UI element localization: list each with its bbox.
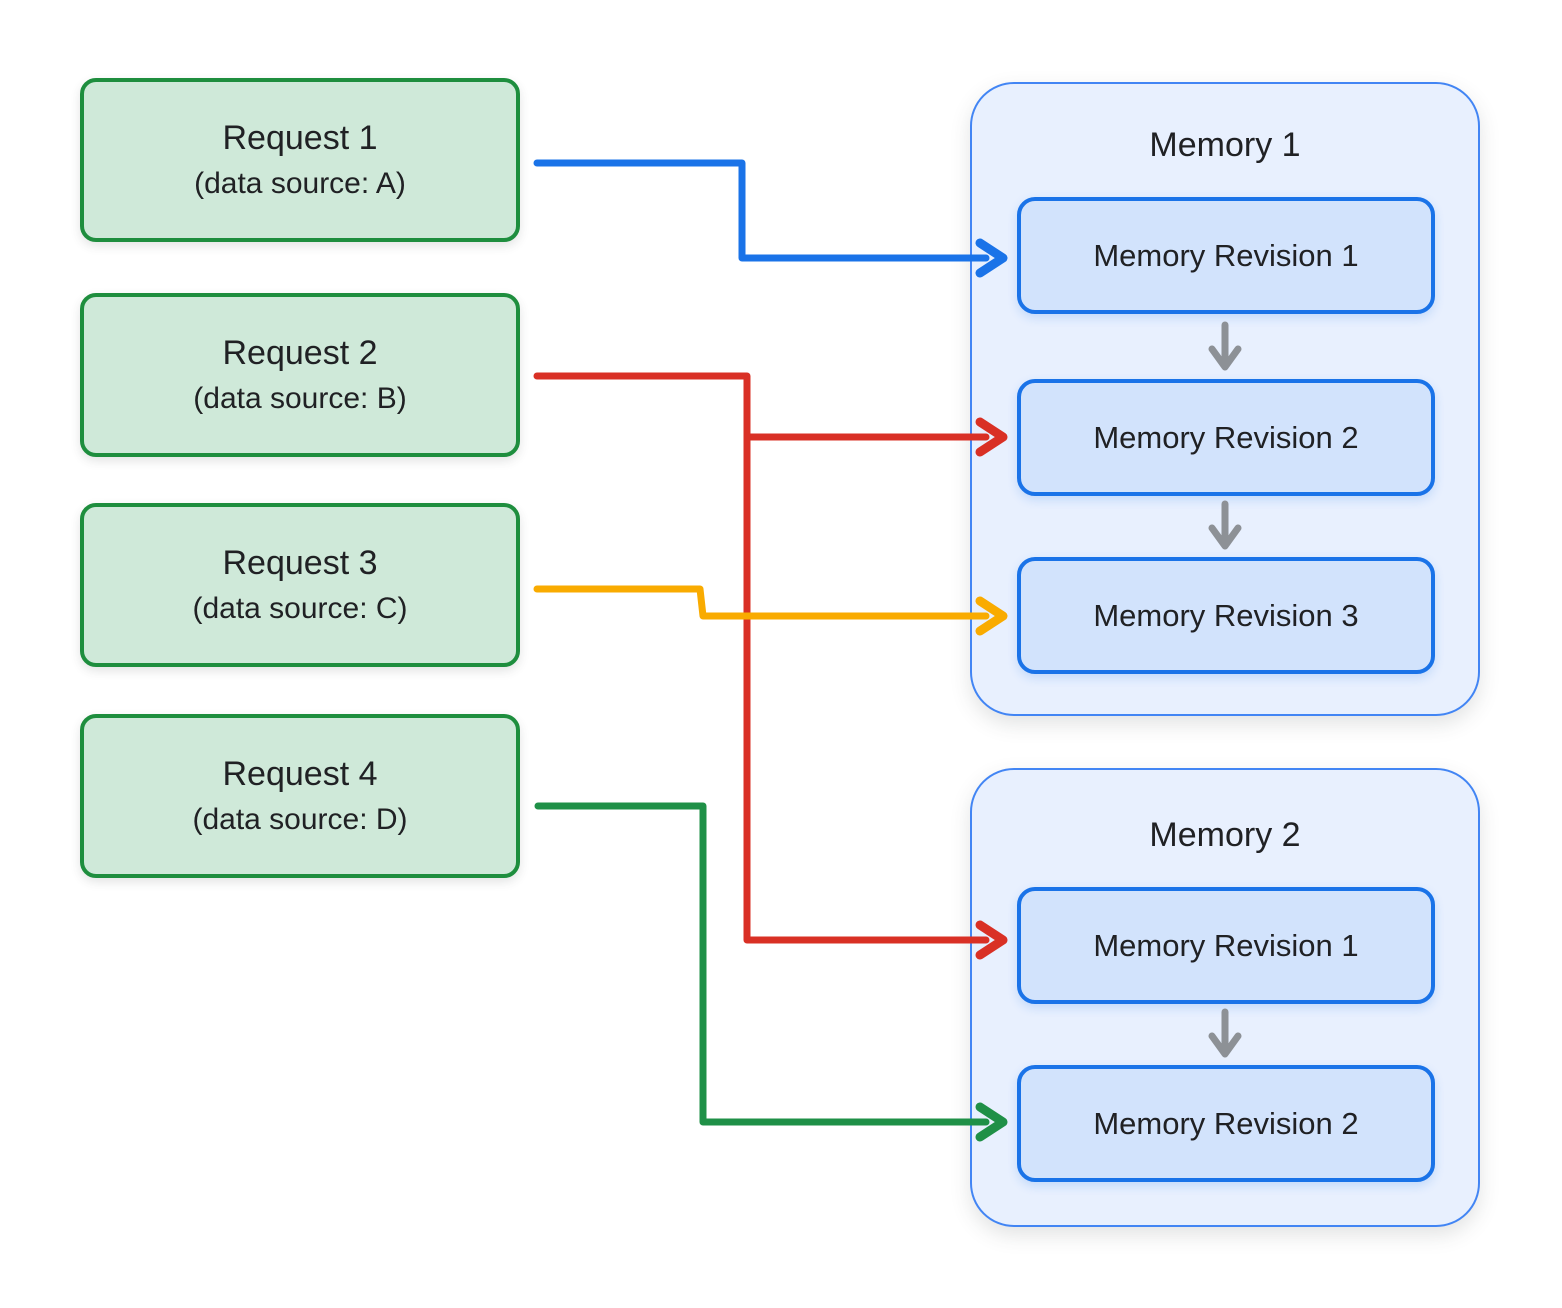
memory-1-revision-1-label: Memory Revision 1: [1093, 237, 1359, 273]
request-3-subtitle: (data source: C): [192, 592, 408, 626]
request-2-subtitle: (data source: B): [193, 382, 407, 416]
request-4-title: Request 4: [222, 754, 378, 793]
request-4-subtitle: (data source: D): [192, 803, 408, 837]
memory-2-revision-2-label: Memory Revision 2: [1093, 1105, 1359, 1141]
request-2-box: Request 2 (data source: B): [80, 293, 520, 457]
connector-request2-to-memory1-revision2-and-memory2-revision1: [533, 372, 1008, 960]
memory-2-revision-2-box: Memory Revision 2: [1017, 1065, 1435, 1182]
connector-request1-to-memory1-revision1: [533, 159, 1008, 278]
request-4-box: Request 4 (data source: D): [80, 714, 520, 878]
request-3-box: Request 3 (data source: C): [80, 503, 520, 667]
memory-1-container: Memory 1 Memory Revision 1 Memory Revisi…: [970, 82, 1480, 716]
request-1-box: Request 1 (data source: A): [80, 78, 520, 242]
memory-2-revision-1-box: Memory Revision 1: [1017, 887, 1435, 1004]
memory-1-title: Memory 1: [1149, 126, 1301, 164]
request-1-title: Request 1: [222, 118, 378, 157]
memory-1-revision-1-box: Memory Revision 1: [1017, 197, 1435, 314]
memory-1-revision-3-label: Memory Revision 3: [1093, 597, 1359, 633]
down-arrow-icon: [1208, 500, 1242, 550]
memory-2-revision-1-label: Memory Revision 1: [1093, 927, 1359, 963]
memory-2-title: Memory 2: [1149, 816, 1301, 854]
request-3-title: Request 3: [222, 543, 378, 582]
connector-request4-to-memory2-revision2: [534, 802, 1008, 1142]
memory-1-revision-3-box: Memory Revision 3: [1017, 557, 1435, 674]
memory-2-container: Memory 2 Memory Revision 1 Memory Revisi…: [970, 768, 1480, 1227]
down-arrow-icon: [1208, 321, 1242, 371]
memory-1-revision-2-box: Memory Revision 2: [1017, 379, 1435, 496]
down-arrow-icon: [1208, 1008, 1242, 1058]
request-1-subtitle: (data source: A): [194, 167, 406, 201]
connector-request3-to-memory1-revision3: [533, 585, 1008, 636]
request-2-title: Request 2: [222, 333, 378, 372]
memory-1-revision-2-label: Memory Revision 2: [1093, 419, 1359, 455]
